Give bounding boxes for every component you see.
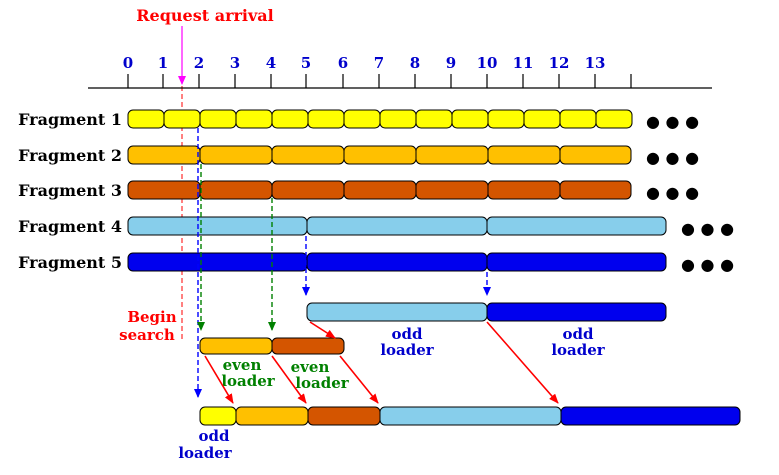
fragment-label: Fragment 1 (18, 110, 122, 129)
odd-loader-top-segment-2 (486, 302, 667, 322)
timeline-tick-label: 6 (338, 54, 348, 72)
fragment-segment (199, 145, 273, 165)
fragment-segment (343, 180, 417, 200)
fragment-segment (379, 109, 417, 129)
even-loader-2-label-b: loader (295, 374, 349, 392)
fragment-segment (127, 252, 308, 272)
continuation-dots: ● ● ● (646, 112, 699, 131)
even-loader-segment-1 (199, 337, 273, 355)
output-segment-3 (307, 406, 381, 426)
timeline-tick-label: 4 (266, 54, 276, 72)
output-segment-4 (379, 406, 562, 426)
fragment-segment (523, 109, 561, 129)
fragment-segment (487, 109, 525, 129)
fragment-segment (595, 109, 633, 129)
red-arrow-even2-to-output (271, 355, 307, 404)
red-arrow-odd2-to-output (486, 321, 559, 404)
odd-loader-top-2-label-a: odd (563, 325, 594, 343)
fragment-segment (415, 109, 453, 129)
timeline-tick-label: 11 (513, 54, 534, 72)
timeline-tick-label: 8 (410, 54, 420, 72)
fragment-segment (199, 180, 273, 200)
timeline-tick-label: 3 (230, 54, 240, 72)
fragment-segment (271, 145, 345, 165)
fragment-segment (306, 252, 488, 272)
timeline-tick-label: 10 (477, 54, 498, 72)
continuation-dots: ● ● ● (646, 148, 699, 167)
fragment-segment (127, 145, 201, 165)
fragment-segment (343, 109, 381, 129)
continuation-dots: ● ● ● (646, 183, 699, 202)
fragment-segment (343, 145, 417, 165)
fragment-segment (415, 180, 489, 200)
begin-search-label-1: Begin (127, 308, 176, 326)
fragment-segment (127, 216, 308, 236)
odd-loader-bottom-label-a: odd (199, 427, 230, 445)
fragment-segment (306, 216, 488, 236)
odd-loader-bottom-label-b: loader (178, 444, 232, 462)
even-loader-1-label-a: even (223, 356, 262, 374)
fragment-label: Fragment 5 (18, 253, 122, 272)
output-segment-2 (235, 406, 309, 426)
fragment-segment (127, 180, 201, 200)
fragment-segment (163, 109, 201, 129)
fragment-label: Fragment 2 (18, 146, 122, 165)
fragment-segment (271, 180, 345, 200)
fragment-segment (415, 145, 489, 165)
fragment-segment (127, 109, 165, 129)
output-segment-1 (199, 406, 237, 426)
fragment-label: Fragment 4 (18, 217, 122, 236)
even-loader-1-label-b: loader (221, 372, 275, 390)
even-loader-2-label-a: even (291, 358, 330, 376)
begin-search-label-2: search (119, 326, 175, 344)
fragment-segment (486, 216, 667, 236)
timeline-tick-label: 1 (158, 54, 168, 72)
continuation-dots: ● ● ● (681, 219, 734, 238)
fragment-segment (487, 145, 561, 165)
timeline-tick-label: 13 (585, 54, 606, 72)
timeline-tick-label: 0 (123, 54, 133, 72)
red-arrow-even3-to-output (339, 355, 379, 404)
fragment-segment (486, 252, 667, 272)
fragment-segment (271, 109, 309, 129)
timeline-tick-label: 5 (301, 54, 311, 72)
timeline-tick-label: 2 (194, 54, 204, 72)
request-arrival-label: Request arrival (136, 6, 274, 25)
fragment-segment (559, 180, 632, 200)
odd-loader-top-2-label-b: loader (551, 341, 605, 359)
fragment-segment (487, 180, 561, 200)
odd-loader-top-1-label-a: odd (392, 325, 423, 343)
fragment-segment (559, 145, 632, 165)
fragment-segment (451, 109, 489, 129)
timeline-tick-label: 7 (374, 54, 384, 72)
continuation-dots: ● ● ● (681, 255, 734, 274)
fragment-segment (307, 109, 345, 129)
fragment-segment (559, 109, 597, 129)
odd-loader-top-1-label-b: loader (380, 341, 434, 359)
red-arrow-odd1-to-even (309, 321, 336, 339)
even-loader-segment-2 (271, 337, 345, 355)
red-arrow-even1-to-output (204, 355, 234, 404)
timeline-tick-label: 9 (446, 54, 456, 72)
fragment-rows: Fragment 1 ● ● ● Fragment 2 ● ● ● Fragment 3… (18, 109, 734, 274)
timeline-tick-label: 12 (549, 54, 570, 72)
odd-loader-top-segment-1 (306, 302, 488, 322)
fragment-segment (199, 109, 237, 129)
fragment-label: Fragment 3 (18, 181, 122, 200)
fragment-segment (235, 109, 273, 129)
output-segment-5 (560, 406, 741, 426)
